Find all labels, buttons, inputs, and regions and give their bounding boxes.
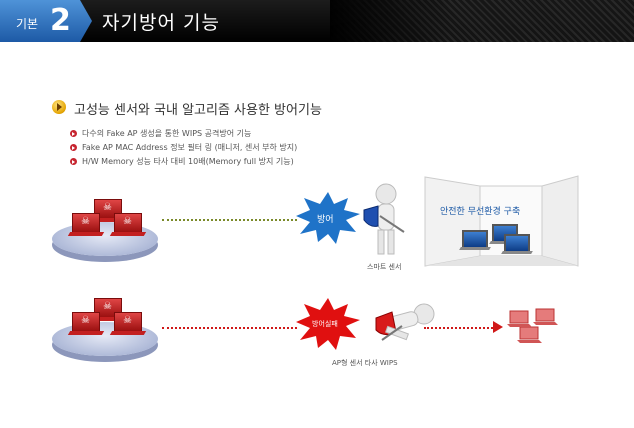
bullet-item: 다수의 Fake AP 생성을 통한 WIPS 공격방어 기능 xyxy=(70,128,251,139)
defense-fail-starburst-icon xyxy=(296,298,360,350)
defense-starburst-icon xyxy=(296,192,360,244)
attacker-laptop-icon: ☠ xyxy=(114,213,142,233)
header-pattern xyxy=(330,0,634,42)
badge-label: 기본 xyxy=(16,17,39,31)
section-badge: 기본 2 xyxy=(0,0,92,42)
connection-line-top xyxy=(162,219,297,221)
attacker-platform-top xyxy=(52,222,158,256)
bullet-arrow-icon xyxy=(70,130,77,137)
bullet-text: Fake AP MAC Address 정보 필터 링 (매니저, 센서 부하 … xyxy=(82,143,298,152)
attacker-laptop-icon: ☠ xyxy=(72,312,100,332)
safe-env-label: 안전한 무선환경 구축 xyxy=(440,207,521,217)
attacker-platform-bottom xyxy=(52,322,158,356)
monitor-icon xyxy=(504,234,530,253)
connection-line-bottom-right xyxy=(424,327,496,329)
bullet-arrow-icon xyxy=(70,144,77,151)
compromised-laptops-icon xyxy=(507,308,558,343)
attacker-laptop-icon: ☠ xyxy=(114,312,142,332)
monitor-icon xyxy=(462,230,488,249)
connection-line-bottom xyxy=(162,327,297,329)
bullet-arrow-icon xyxy=(70,158,77,165)
bullet-item: Fake AP MAC Address 정보 필터 링 (매니저, 센서 부하 … xyxy=(70,142,297,153)
badge-number: 2 xyxy=(50,3,71,38)
bullet-text: H/W Memory 성능 타사 대비 10배(Memory full 방지 기… xyxy=(82,157,294,166)
main-heading: 고성능 센서와 국내 알고리즘 사용한 방어기능 xyxy=(74,103,322,118)
sensor-guard-figure-icon xyxy=(363,183,405,255)
defense-label: 방어 xyxy=(317,215,334,225)
fallen-sensor-figure-icon xyxy=(375,303,435,341)
smart-sensor-caption: 스마트 센서 xyxy=(367,263,402,271)
bullet-item: H/W Memory 성능 타사 대비 10배(Memory full 방지 기… xyxy=(70,156,294,167)
title-bar: 기본 2 자기방어 기능 xyxy=(0,0,634,42)
heading-bullet-icon xyxy=(52,100,66,114)
arrow-head-icon xyxy=(493,321,503,333)
bullet-text: 다수의 Fake AP 생성을 통한 WIPS 공격방어 기능 xyxy=(82,129,252,138)
defense-fail-label: 방어실패 xyxy=(312,320,338,328)
page-title: 자기방어 기능 xyxy=(102,12,220,34)
ap-sensor-caption: AP형 센서 타사 WIPS xyxy=(332,359,398,367)
attacker-laptop-icon: ☠ xyxy=(72,213,100,233)
